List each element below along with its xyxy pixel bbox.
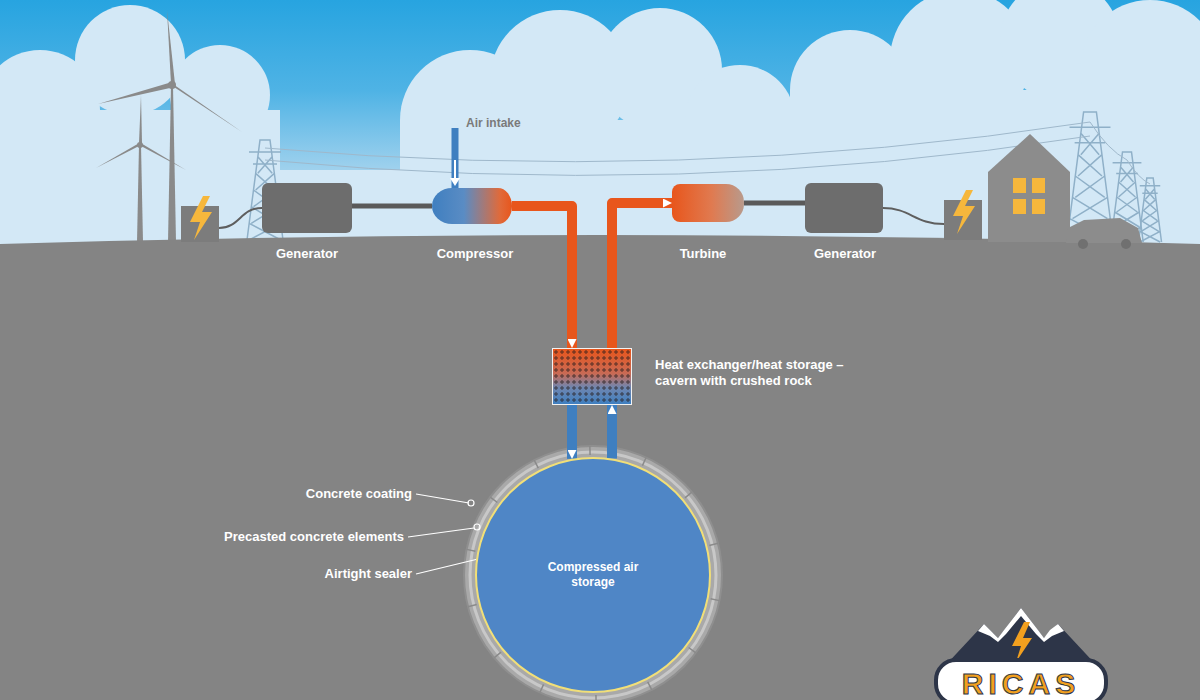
part-label: Concrete coating xyxy=(306,486,412,502)
ground xyxy=(0,235,1200,700)
turbine: Turbine xyxy=(672,184,744,222)
segment-joint xyxy=(467,549,476,551)
air-pipe xyxy=(567,405,577,459)
drive-shaft xyxy=(744,201,805,206)
segment-joint xyxy=(689,648,696,653)
generator-box: Generator xyxy=(262,183,352,233)
wind-turbines xyxy=(96,10,242,242)
air-pipe xyxy=(612,203,672,348)
air-intake-pipe xyxy=(450,128,460,192)
power-box xyxy=(944,190,982,240)
node-label: Compressor xyxy=(437,246,514,262)
segment-joint xyxy=(595,695,597,700)
ricas-logo xyxy=(936,608,1106,700)
segment-joint xyxy=(589,446,591,455)
car-wheel xyxy=(1078,239,1088,249)
segment-joint xyxy=(534,460,538,468)
intake-label: Air intake xyxy=(466,116,521,130)
cable xyxy=(219,208,262,228)
segment-joint xyxy=(711,599,720,601)
segment-joint xyxy=(540,684,544,692)
segment-joint xyxy=(642,457,646,465)
cable xyxy=(883,208,944,224)
leader-lines xyxy=(408,494,484,574)
logo-text: RICAS xyxy=(962,666,1080,700)
node-label: Compressed air storage xyxy=(528,560,658,590)
compressor: Compressor xyxy=(432,188,512,224)
clouds xyxy=(0,0,1200,250)
power-pylons xyxy=(247,112,1162,242)
house xyxy=(988,134,1070,242)
generator-box: Generator xyxy=(805,183,883,233)
air-pipe xyxy=(512,206,572,348)
node-label: Heat exchanger/heat storage – cavern wit… xyxy=(655,357,855,390)
car xyxy=(1066,218,1142,243)
node-label: Generator xyxy=(276,246,338,262)
node-label: Generator xyxy=(814,246,876,262)
power-box xyxy=(181,196,219,242)
segment-joint xyxy=(685,492,692,498)
segment-joint xyxy=(490,497,497,502)
segment-joint xyxy=(494,652,501,658)
heat-exchanger: Heat exchanger/heat storage – cavern wit… xyxy=(552,348,632,405)
part-label: Airtight sealer xyxy=(325,566,412,582)
segment-joint xyxy=(468,605,477,607)
air-pipe xyxy=(607,405,617,459)
pylon xyxy=(1138,178,1161,242)
concrete-ring xyxy=(464,446,722,700)
drive-shaft xyxy=(352,204,432,209)
segment-joint xyxy=(709,543,718,545)
node-label: Turbine xyxy=(680,246,727,262)
storage-cavern: Compressed air storage xyxy=(475,457,711,693)
part-label: Precasted concrete elements xyxy=(224,529,404,545)
car-wheel xyxy=(1121,239,1131,249)
segment-joint xyxy=(648,682,652,690)
